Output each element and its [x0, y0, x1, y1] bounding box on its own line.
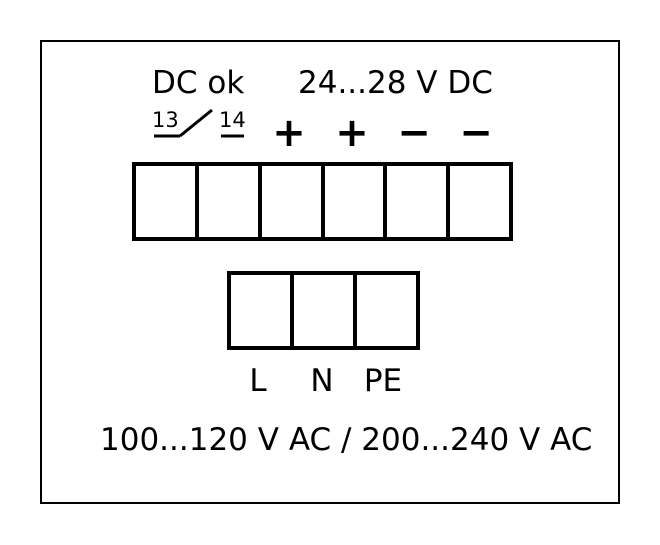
plus-symbol-1: + — [272, 110, 306, 156]
plus-symbol-2: + — [335, 110, 369, 156]
dc-voltage-label: 24...28 V DC — [298, 65, 493, 101]
terminal-l-label: L — [249, 363, 267, 399]
minus-symbol-2: − — [459, 110, 493, 156]
outer-frame — [40, 40, 620, 504]
dc-terminal-block — [132, 162, 513, 241]
ac-voltage-label: 100...120 V AC / 200...240 V AC — [100, 422, 592, 458]
contact-14-label: 14 — [219, 108, 246, 132]
ac-terminal-block — [227, 271, 420, 350]
ac-terminal-block-outline — [227, 271, 420, 350]
contact-13-label: 13 — [152, 108, 179, 132]
terminal-n-label: N — [310, 363, 333, 399]
minus-symbol-1: − — [397, 110, 431, 156]
relay-contact-symbol: 13 14 — [152, 108, 246, 138]
dc-ok-label: DC ok — [152, 65, 244, 101]
contact-switch-arm — [179, 108, 213, 138]
terminal-pe-label: PE — [364, 363, 402, 399]
